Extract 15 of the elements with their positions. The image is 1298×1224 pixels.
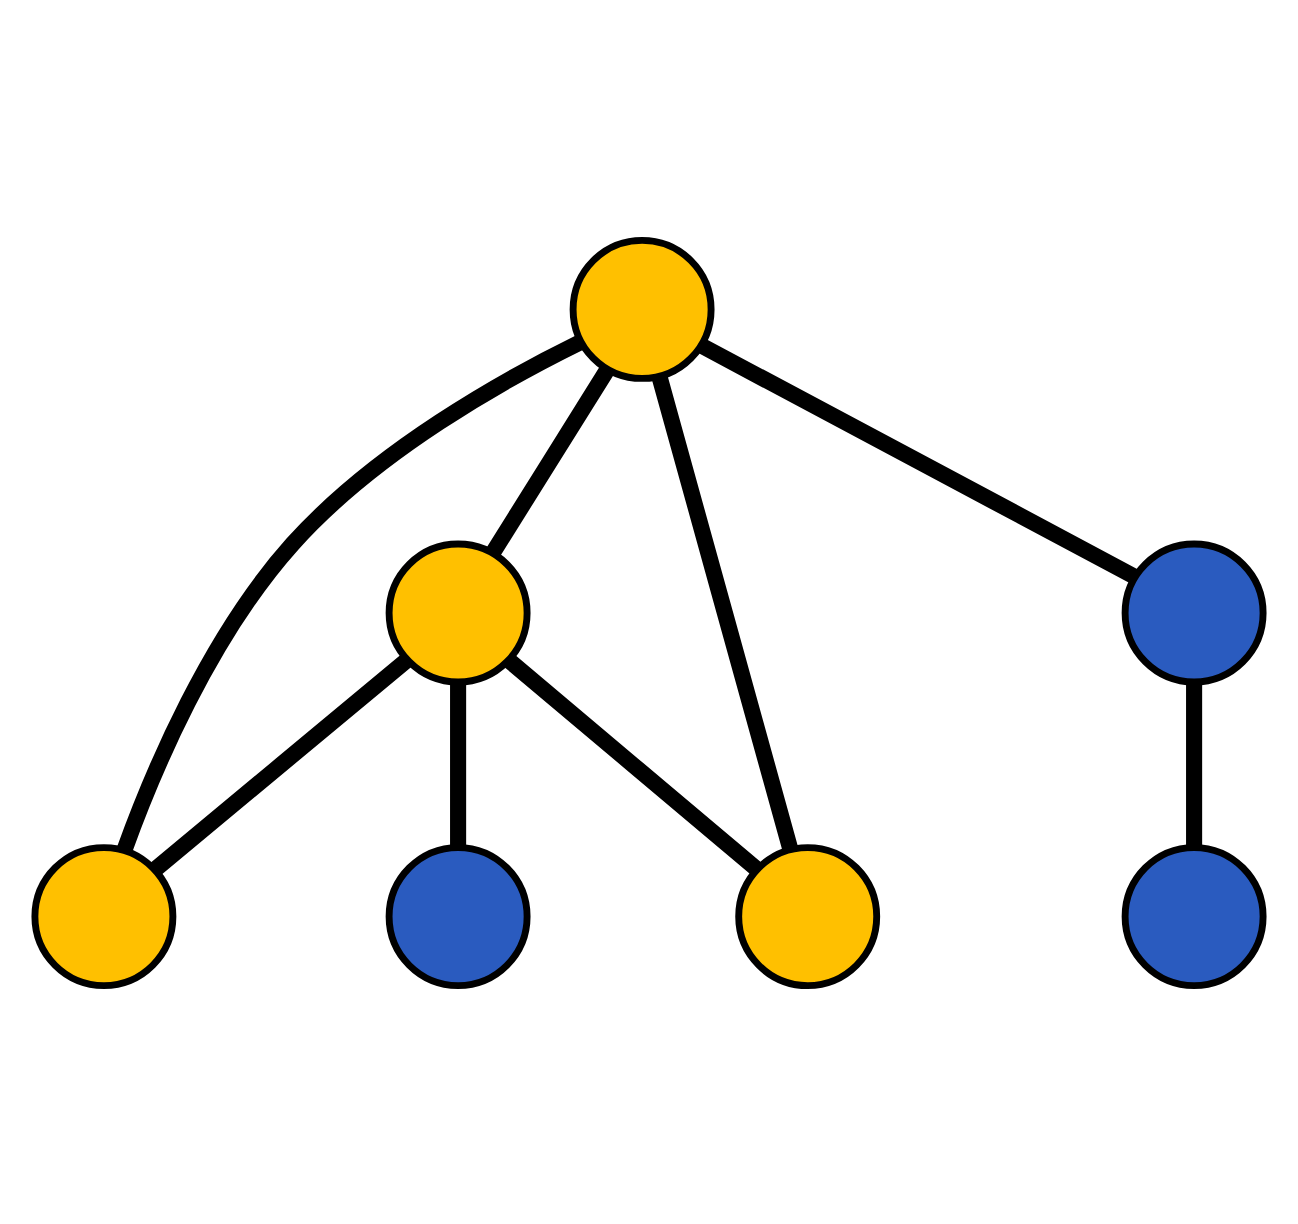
connector [450, 681, 467, 846]
connector [116, 333, 585, 852]
connector [697, 337, 1138, 583]
node-circle [569, 235, 715, 381]
connector [1186, 681, 1203, 846]
node-circle [1121, 843, 1267, 989]
node-circle [31, 843, 177, 989]
connector [150, 652, 413, 875]
node-circle [385, 539, 531, 685]
node-circle [1121, 539, 1267, 685]
connector [486, 364, 615, 555]
node-circle [735, 843, 881, 989]
node-circle [385, 843, 531, 989]
connector [504, 653, 763, 875]
connector [652, 374, 798, 850]
